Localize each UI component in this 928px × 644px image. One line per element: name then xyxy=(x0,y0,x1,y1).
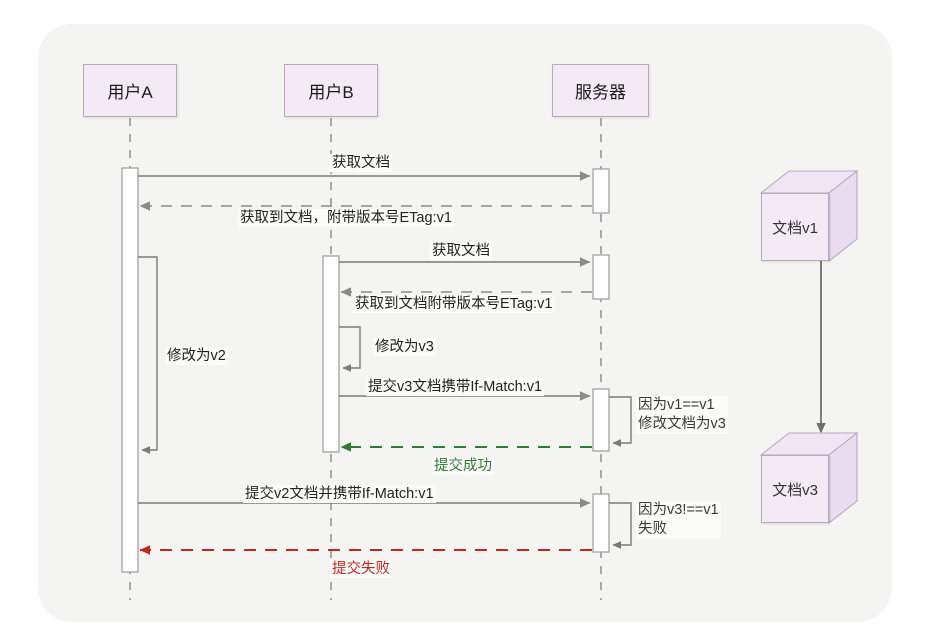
note-server-fail-line2: 失败 xyxy=(638,521,667,537)
participant-userB[interactable]: 用户B xyxy=(284,64,378,117)
note-server-fail: 因为v3!==v1 失败 xyxy=(636,501,721,539)
self-message-modify-v3 xyxy=(339,326,361,372)
message-label-get-doc-1: 获取文档 xyxy=(330,154,392,172)
participant-userA[interactable]: 用户A xyxy=(83,64,177,117)
self-message-note-ok xyxy=(609,396,632,447)
self-message-note-fail xyxy=(609,502,632,549)
message-label-submit-success: 提交成功 xyxy=(432,457,494,475)
activation-userB xyxy=(322,255,340,453)
participant-server-label: 服务器 xyxy=(575,83,626,102)
artifact-cube-v1-label: 文档v1 xyxy=(772,219,818,237)
participant-server[interactable]: 服务器 xyxy=(552,64,649,117)
message-label-submit-v2: 提交v2文档并携带If-Match:v1 xyxy=(243,485,436,503)
activation-server-1 xyxy=(592,168,610,214)
message-label-got-doc-1: 获取到文档，附带版本号ETag:v1 xyxy=(238,209,454,227)
artifact-cube-v1: 文档v1 xyxy=(761,171,857,263)
artifact-cube-v3-3d xyxy=(759,431,859,525)
artifact-cube-v3: 文档v3 xyxy=(761,433,857,525)
activation-server-2 xyxy=(592,254,610,300)
note-server-ok: 因为v1==v1 修改文档为v3 xyxy=(636,396,728,434)
note-server-fail-line1: 因为v3!==v1 xyxy=(638,502,719,518)
artifact-cube-v3-face: 文档v3 xyxy=(761,455,829,523)
note-server-ok-line1: 因为v1==v1 xyxy=(638,397,715,413)
message-label-submit-failed: 提交失败 xyxy=(330,560,392,578)
message-label-modify-v3: 修改为v3 xyxy=(373,338,436,356)
artifact-cube-v1-face: 文档v1 xyxy=(761,193,829,261)
artifact-cube-v3-label: 文档v3 xyxy=(772,481,818,499)
diagram-background xyxy=(38,24,892,622)
participant-userA-label: 用户A xyxy=(107,83,153,102)
note-server-ok-line2: 修改文档为v3 xyxy=(638,416,726,432)
activation-server-4 xyxy=(592,493,610,553)
message-label-got-doc-2: 获取到文档附带版本号ETag:v1 xyxy=(353,295,555,313)
message-label-modify-v2: 修改为v2 xyxy=(165,347,228,365)
artifact-cube-v1-3d xyxy=(759,169,859,263)
message-label-submit-v3: 提交v3文档携带If-Match:v1 xyxy=(366,378,545,396)
message-label-get-doc-2: 获取文档 xyxy=(430,242,492,260)
participant-userB-label: 用户B xyxy=(308,83,354,102)
activation-userA xyxy=(121,167,139,573)
activation-server-3 xyxy=(592,388,610,452)
self-message-modify-v2 xyxy=(138,256,158,454)
